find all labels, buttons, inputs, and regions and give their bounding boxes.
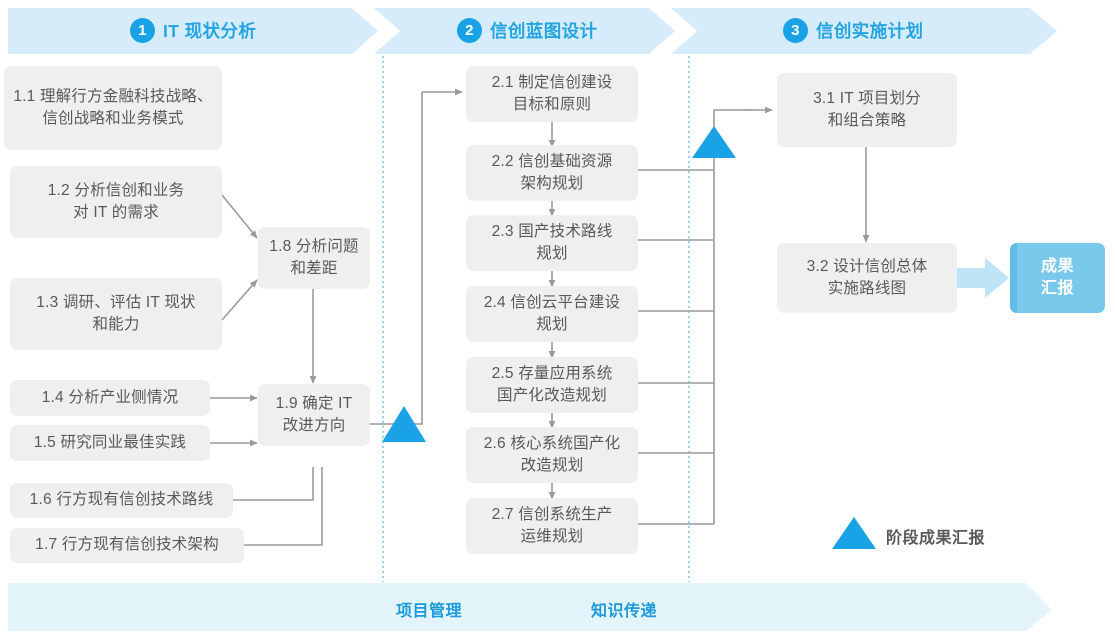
phase2-to-phase3-bus (638, 106, 773, 525)
milestone-triangle-phase2 (692, 126, 736, 158)
node-2-5[interactable]: 2.5 存量应用系统 国产化改造规划 (466, 357, 638, 413)
node-2-2[interactable]: 2.2 信创基础资源 架构规划 (466, 145, 638, 201)
bottom-label-knowledge-transfer: 知识传递 (591, 603, 658, 620)
node-1-5[interactable]: 1.5 研究同业最佳实践 (10, 425, 210, 461)
legend-triangle-icon (832, 517, 876, 549)
phase-header-1: 1 IT 现状分析 (130, 18, 256, 43)
node-1-7[interactable]: 1.7 行方现有信创技术架构 (10, 528, 244, 563)
phase-header-2: 2 信创蓝图设计 (457, 18, 597, 43)
node-1-4[interactable]: 1.4 分析产业侧情况 (10, 380, 210, 416)
node-1-1[interactable]: 1.1 理解行方金融科技战略、 信创战略和业务模式 (4, 66, 222, 150)
phase-title: 信创蓝图设计 (490, 21, 598, 41)
node-2-6[interactable]: 2.6 核心系统国产化 改造规划 (466, 427, 638, 483)
bottom-banner (8, 583, 1052, 631)
phase-title: IT 现状分析 (163, 21, 257, 41)
phase-number-badge: 3 (783, 18, 808, 43)
result-report-box[interactable]: 成果 汇报 (1010, 243, 1105, 313)
node-3-1[interactable]: 3.1 IT 项目划分 和组合策略 (777, 73, 957, 147)
node-3-2[interactable]: 3.2 设计信创总体 实施路线图 (777, 243, 957, 313)
result-arrow (955, 258, 1009, 298)
node-2-1[interactable]: 2.1 制定信创建设 目标和原则 (466, 66, 638, 122)
phase-number-badge: 2 (457, 18, 482, 43)
node-1-6[interactable]: 1.6 行方现有信创技术路线 (10, 483, 233, 518)
node-1-2[interactable]: 1.2 分析信创和业务 对 IT 的需求 (10, 166, 222, 238)
node-1-9[interactable]: 1.9 确定 IT 改进方向 (258, 384, 370, 446)
node-2-7[interactable]: 2.7 信创系统生产 运维规划 (466, 498, 638, 554)
node-2-3[interactable]: 2.3 国产技术路线 规划 (466, 215, 638, 271)
milestone-triangle-phase1 (382, 406, 426, 442)
node-1-8[interactable]: 1.8 分析问题 和差距 (258, 227, 370, 289)
phase1-to-phase2-connector (370, 88, 463, 425)
node-1-3[interactable]: 1.3 调研、评估 IT 现状 和能力 (10, 278, 222, 350)
phase-title: 信创实施计划 (816, 21, 924, 41)
phase-header-3: 3 信创实施计划 (783, 18, 923, 43)
node-2-4[interactable]: 2.4 信创云平台建设 规划 (466, 286, 638, 342)
phase-number-badge: 1 (130, 18, 155, 43)
legend-label: 阶段成果汇报 (886, 530, 986, 547)
bottom-label-project-management: 项目管理 (396, 603, 463, 620)
